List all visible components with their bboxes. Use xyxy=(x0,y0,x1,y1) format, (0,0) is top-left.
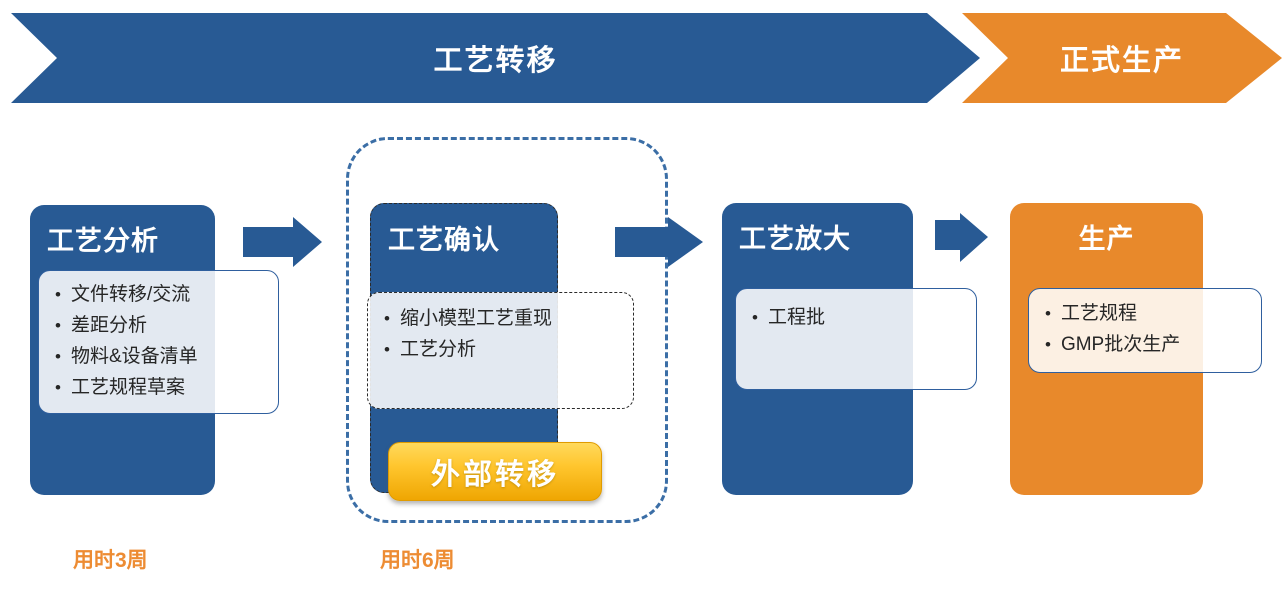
stage-title: 生产 xyxy=(1078,224,1135,254)
arrow-right-icon xyxy=(243,217,322,267)
arrow-right-icon xyxy=(935,213,988,262)
bullet-item: 差距分析 xyxy=(55,310,270,341)
bullet-item: GMP批次生产 xyxy=(1045,329,1253,360)
banner-process-transfer-label: 工艺转移 xyxy=(433,45,558,77)
external-transfer-badge: 外部转移 xyxy=(388,442,602,501)
bullet-list: 工艺规程 GMP批次生产 xyxy=(1029,298,1261,360)
bullet-panel-production: 工艺规程 GMP批次生产 xyxy=(1028,288,1262,373)
bullet-panel-process-scaleup: 工程批 xyxy=(735,288,977,390)
bullet-list: 工程批 xyxy=(736,302,976,333)
stage-title: 工艺放大 xyxy=(739,224,851,254)
bullet-list: 文件转移/交流 差距分析 物料&设备清单 工艺规程草案 xyxy=(39,279,278,403)
bullet-panel-process-confirmation: 缩小模型工艺重现 工艺分析 xyxy=(367,292,634,409)
bullet-item: 缩小模型工艺重现 xyxy=(384,303,625,334)
external-transfer-group-outline xyxy=(346,137,668,523)
bullet-item: 工程批 xyxy=(752,302,968,333)
stage-title: 工艺确认 xyxy=(388,225,500,255)
banner-formal-production-label: 正式生产 xyxy=(1059,45,1184,77)
bullet-item: 工艺规程 xyxy=(1045,298,1253,329)
stage-title: 工艺分析 xyxy=(47,226,159,256)
timing-label-3-weeks: 用时3周 xyxy=(73,549,148,572)
bullet-item: 工艺分析 xyxy=(384,334,625,365)
bullet-panel-process-analysis: 文件转移/交流 差距分析 物料&设备清单 工艺规程草案 xyxy=(38,270,279,414)
bullet-item: 工艺规程草案 xyxy=(55,372,270,403)
bullet-item: 物料&设备清单 xyxy=(55,341,270,372)
banner-formal-production: 正式生产 xyxy=(962,13,1282,103)
banner-process-transfer: 工艺转移 xyxy=(11,13,980,103)
bullet-item: 文件转移/交流 xyxy=(55,279,270,310)
timing-label-6-weeks: 用时6周 xyxy=(380,549,455,572)
bullet-list: 缩小模型工艺重现 工艺分析 xyxy=(368,303,633,365)
